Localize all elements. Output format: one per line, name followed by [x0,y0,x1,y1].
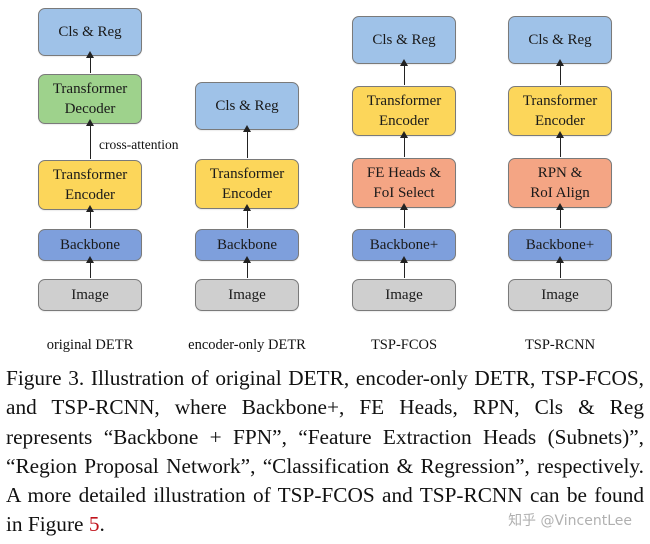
col2-arrow-encoder-to-clsreg [243,125,250,158]
col3-caption: TSP-FCOS [370,337,438,353]
col4-arrow-encoder-to-clsreg [556,59,563,85]
col2-arrow-image-to-backbone [243,256,250,278]
col2-caption: encoder-only DETR [188,337,306,353]
col4-arrow-rpn-to-encoder [556,131,563,157]
col1-backbone-box: Backbone [38,229,142,261]
cross-attention-label: cross-attention [99,137,179,152]
col2-transformer-encoder-box: Transformer Encoder [195,159,299,209]
col3-image-box: Image [352,279,456,311]
col3-arrow-backbone-to-heads [400,203,407,228]
col1-transformer-decoder-box: Transformer Decoder [38,74,142,124]
caption-text: Figure 3. Illustration of original DETR,… [6,366,644,537]
col3-fe-heads-box: FE Heads & FoI Select [352,158,456,208]
col2-arrow-backbone-to-encoder [243,204,250,228]
col1-image-box: Image [38,279,142,311]
col1-arrow-image-to-backbone [86,256,93,278]
figure-reference-link[interactable]: 5 [88,512,100,537]
col1-cls-reg-box: Cls & Reg [38,8,142,56]
col4-arrow-image-to-backbone [556,256,563,278]
col3-arrow-encoder-to-clsreg [400,59,407,85]
col3-transformer-encoder-box: Transformer Encoder [352,86,456,136]
architecture-diagram: Cls & Reg Transformer Decoder Transforme… [38,8,612,353]
col4-arrow-backbone-to-rpn [556,203,563,228]
watermark: 知乎 @VincentLee [508,513,632,529]
col2-image-box: Image [195,279,299,311]
caption-end: . [99,512,105,537]
col2-cls-reg-box: Cls & Reg [195,82,299,130]
col4-cls-reg-box: Cls & Reg [508,16,612,64]
col4-caption: TSP-RCNN [524,337,596,353]
col3-arrow-heads-to-encoder [400,131,407,157]
col3-arrow-image-to-backbone [400,256,407,278]
col4-transformer-encoder-box: Transformer Encoder [508,86,612,136]
col1-caption: original DETR [46,337,134,353]
col4-rpn-box: RPN & RoI Align [508,158,612,208]
col1-arrow-decoder-to-clsreg [86,51,93,73]
col1-transformer-encoder-box: Transformer Encoder [38,160,142,210]
col3-backbone-plus-box: Backbone+ [352,229,456,261]
figure-caption: Figure 3. Illustration of original DETR,… [6,364,644,540]
col3-cls-reg-box: Cls & Reg [352,16,456,64]
col1-arrow-backbone-to-encoder [86,205,93,228]
col4-image-box: Image [508,279,612,311]
col1-arrow-encoder-to-decoder [86,119,93,159]
